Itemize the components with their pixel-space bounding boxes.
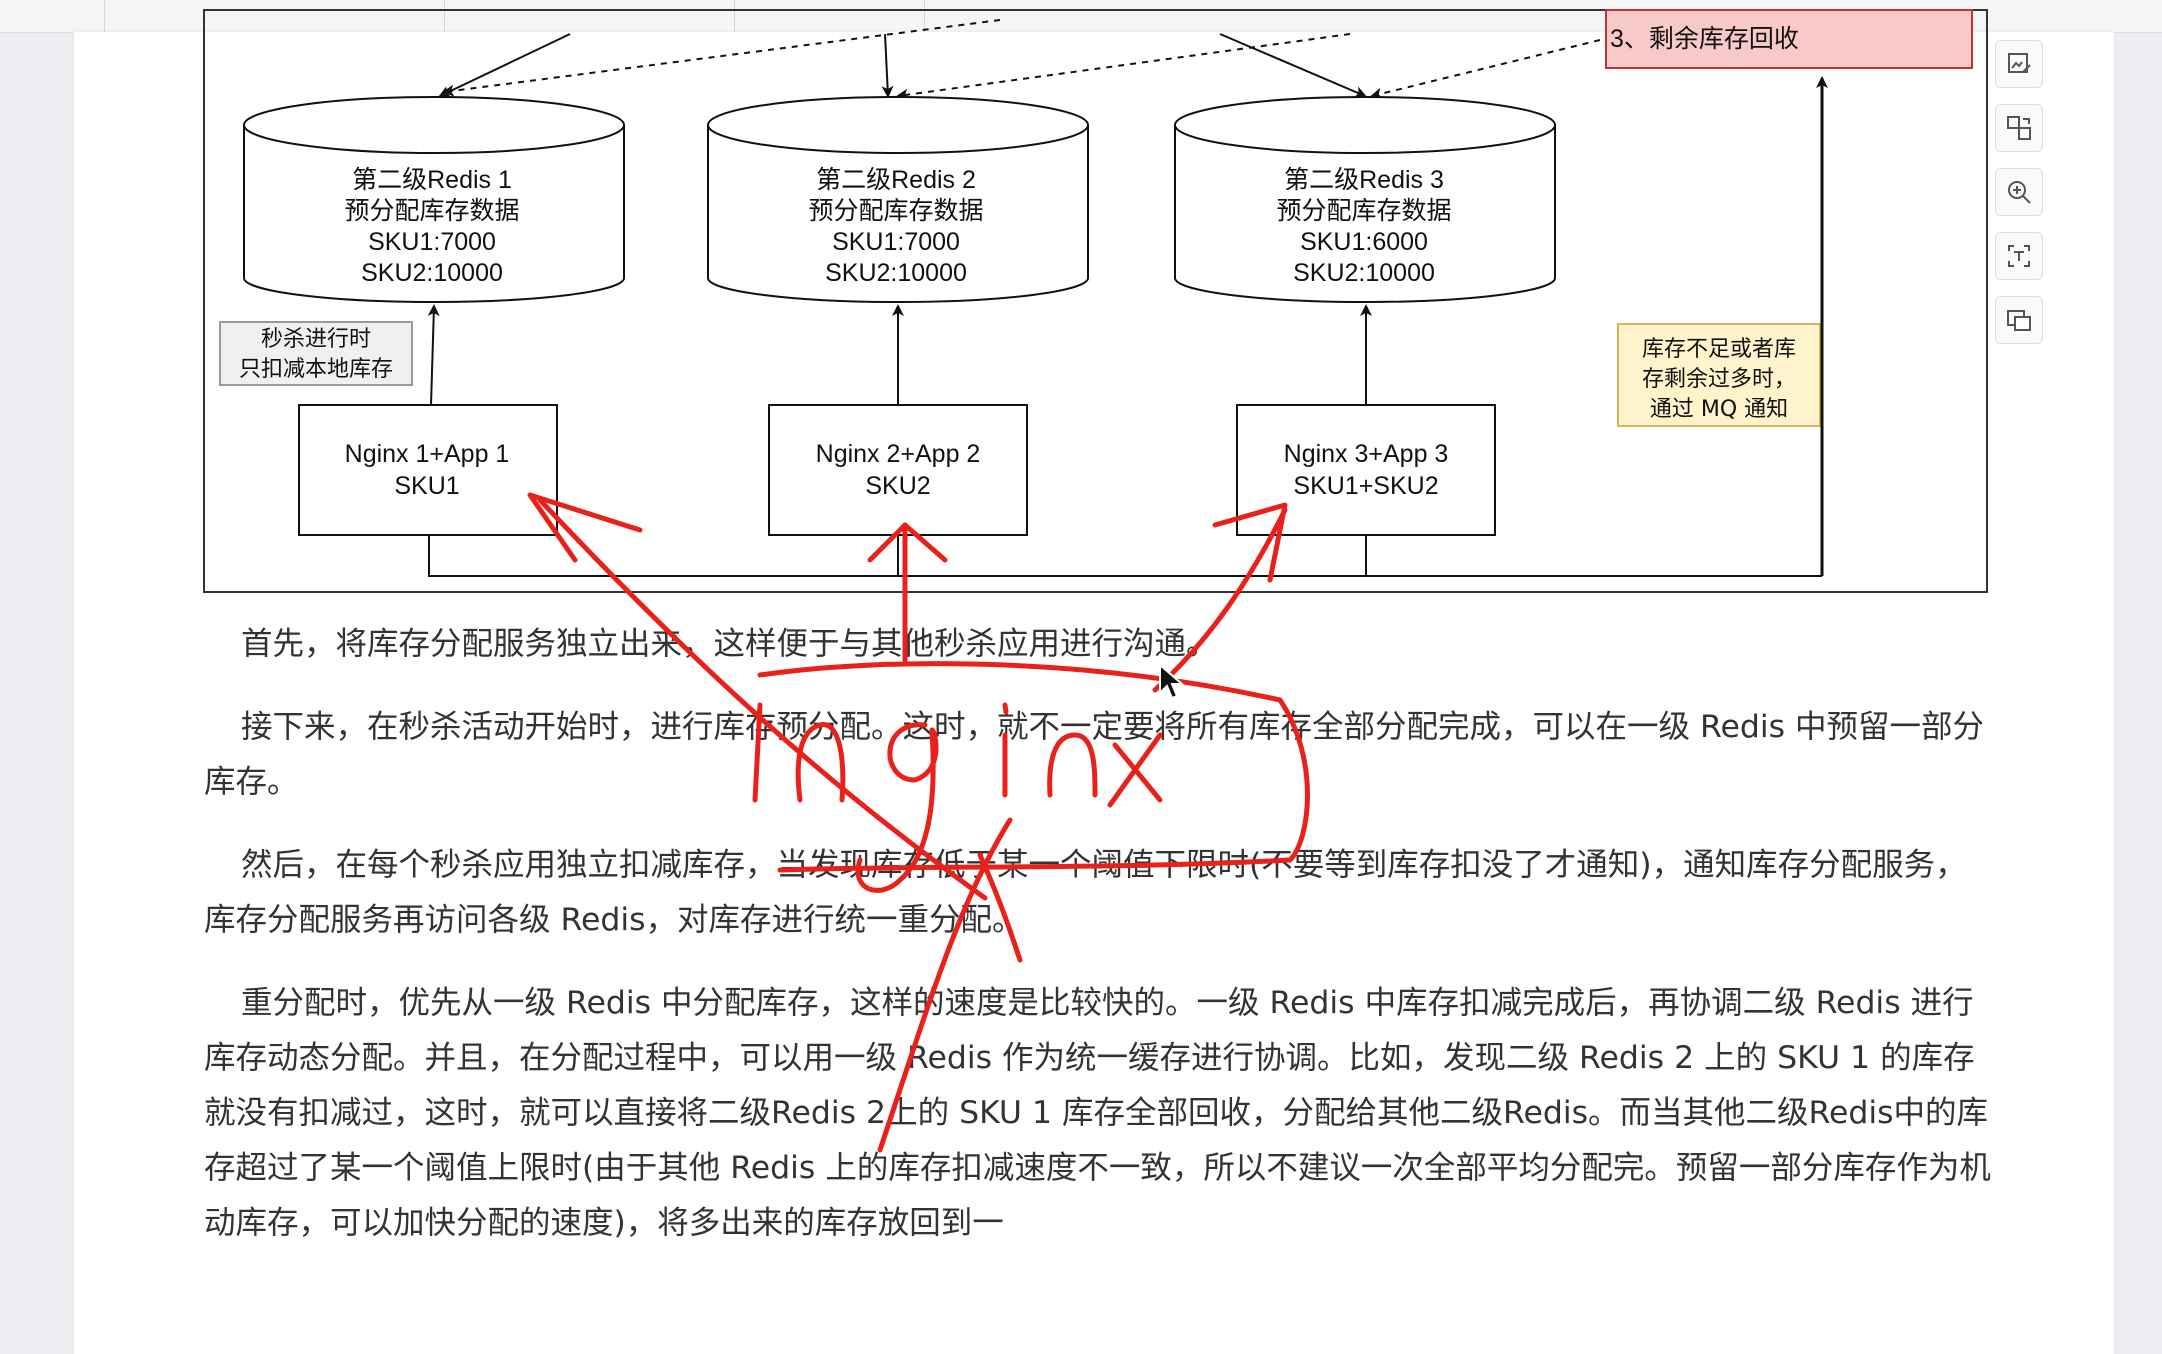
note-mq-notify bbox=[1617, 323, 1821, 427]
paragraph-4: 重分配时，优先从一级 Redis 中分配库存，这样的速度是比较快的。一级 Red… bbox=[204, 985, 1991, 1241]
svg-text:SKU2:10000: SKU2:10000 bbox=[1293, 259, 1435, 287]
zoom-in-button[interactable] bbox=[1995, 168, 2043, 216]
article-body: 首先，将库存分配服务独立出来，这样便于与其他秒杀应用进行沟通。 接下来，在秒杀活… bbox=[204, 617, 1994, 1279]
screenshot-button[interactable] bbox=[1995, 296, 2043, 344]
paragraph-3: 然后，在每个秒杀应用独立扣减库存，当发现库存低于某一个阈值下限时(不要等到库存扣… bbox=[204, 847, 1967, 938]
reader-toolbar bbox=[1995, 40, 2045, 360]
svg-text:存剩余过多时，: 存剩余过多时， bbox=[1642, 367, 1796, 392]
recycle-box bbox=[1605, 9, 1973, 69]
paragraph-1: 首先，将库存分配服务独立出来，这样便于与其他秒杀应用进行沟通。 bbox=[241, 626, 1218, 662]
redis-node-1: 第二级Redis 1 预分配库存数据 SKU1:7000 SKU2:10000 bbox=[243, 96, 625, 303]
translate-button[interactable] bbox=[1995, 104, 2043, 152]
svg-text:SKU2:10000: SKU2:10000 bbox=[825, 259, 967, 287]
zoom-in-icon bbox=[2008, 181, 2031, 204]
svg-text:SKU2:10000: SKU2:10000 bbox=[361, 259, 503, 287]
paragraph-2: 接下来，在秒杀活动开始时，进行库存预分配。这时，就不一定要将所有库存全部分配完成… bbox=[204, 709, 1985, 800]
svg-text:只扣减本地库存: 只扣减本地库存 bbox=[239, 357, 393, 382]
svg-text:Nginx 1+App 1: Nginx 1+App 1 bbox=[345, 440, 510, 468]
svg-text:第二级Redis 2: 第二级Redis 2 bbox=[816, 166, 976, 194]
architecture-diagram: 3、剩余库存回收 第二级Redis 1 预分配库存数据 SKU1:7000 SK… bbox=[203, 9, 1988, 593]
svg-text:第二级Redis 3: 第二级Redis 3 bbox=[1284, 166, 1444, 194]
svg-text:SKU1: SKU1 bbox=[394, 472, 459, 500]
svg-text:Nginx 2+App 2: Nginx 2+App 2 bbox=[816, 440, 981, 468]
svg-text:预分配库存数据: 预分配库存数据 bbox=[344, 197, 519, 225]
tab[interactable] bbox=[0, 0, 105, 32]
app-box-2: Nginx 2+App 2 SKU2 bbox=[768, 404, 1028, 536]
text-select-button[interactable] bbox=[1995, 232, 2043, 280]
svg-text:库存不足或者库: 库存不足或者库 bbox=[1642, 337, 1796, 362]
app-box-3: Nginx 3+App 3 SKU1+SKU2 bbox=[1236, 404, 1496, 536]
svg-text:预分配库存数据: 预分配库存数据 bbox=[808, 197, 983, 225]
app-box-1: Nginx 1+App 1 SKU1 bbox=[298, 404, 558, 536]
redis-node-3: 第二级Redis 3 预分配库存数据 SKU1:6000 SKU2:10000 bbox=[1174, 96, 1556, 303]
svg-text:秒杀进行时: 秒杀进行时 bbox=[261, 327, 371, 352]
svg-text:通过 MQ 通知: 通过 MQ 通知 bbox=[1650, 397, 1788, 422]
diagram-frame bbox=[203, 9, 1988, 593]
svg-text:SKU2: SKU2 bbox=[865, 472, 930, 500]
screenshot-icon bbox=[2007, 310, 2031, 331]
image-edit-icon bbox=[2008, 53, 2031, 73]
tab[interactable] bbox=[104, 0, 445, 32]
translate-icon bbox=[2007, 116, 2031, 140]
text-select-icon bbox=[2008, 245, 2030, 267]
svg-text:SKU1+SKU2: SKU1+SKU2 bbox=[1293, 472, 1438, 500]
redis-node-2: 第二级Redis 2 预分配库存数据 SKU1:7000 SKU2:10000 bbox=[707, 96, 1089, 303]
svg-text:SKU1:7000: SKU1:7000 bbox=[832, 228, 960, 256]
mouse-cursor-icon bbox=[1159, 663, 1185, 700]
recycle-box-label: 3、剩余库存回收 bbox=[1610, 25, 1799, 53]
tab[interactable] bbox=[444, 0, 735, 32]
svg-text:Nginx 3+App 3: Nginx 3+App 3 bbox=[1284, 440, 1449, 468]
svg-text:第二级Redis 1: 第二级Redis 1 bbox=[352, 166, 512, 194]
svg-text:SKU1:6000: SKU1:6000 bbox=[1300, 228, 1428, 256]
tab[interactable] bbox=[734, 0, 925, 32]
svg-text:SKU1:7000: SKU1:7000 bbox=[368, 228, 496, 256]
image-edit-button[interactable] bbox=[1995, 40, 2043, 88]
note-local-deduct bbox=[219, 321, 413, 386]
svg-text:预分配库存数据: 预分配库存数据 bbox=[1276, 197, 1451, 225]
